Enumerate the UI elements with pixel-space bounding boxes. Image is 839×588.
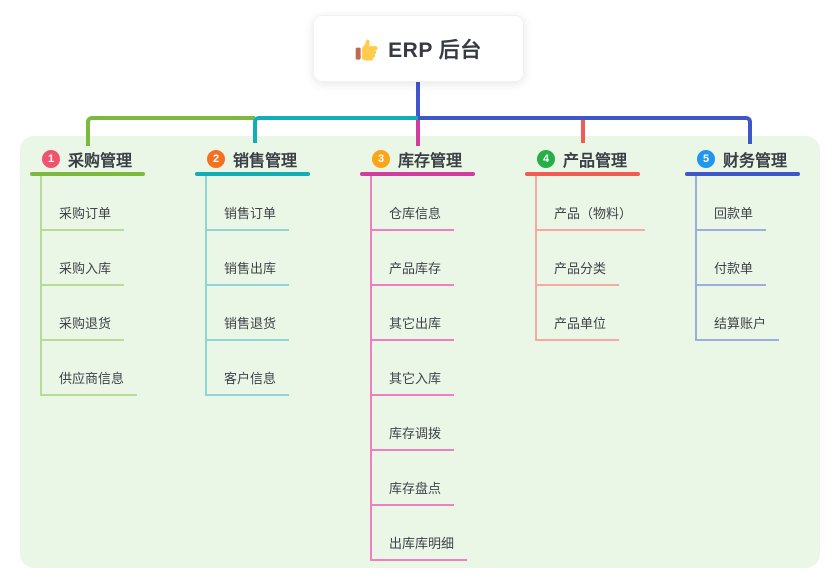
- child-label: 销售出库: [207, 258, 290, 286]
- child-node[interactable]: 产品库存: [372, 231, 467, 286]
- child-node[interactable]: 其它出库: [372, 286, 467, 341]
- child-node[interactable]: 仓库信息: [372, 176, 467, 231]
- bus-segment-purchase: [86, 116, 255, 146]
- child-node[interactable]: 回款单: [697, 176, 779, 231]
- children-group: 产品（物料） 产品分类产品单位: [535, 176, 646, 341]
- children-group: 销售订单销售出库销售退货客户信息: [205, 176, 290, 396]
- root-vertical-line: [416, 82, 420, 116]
- child-node[interactable]: 产品（物料）: [537, 176, 646, 231]
- child-label: 仓库信息: [372, 203, 455, 231]
- child-label: 出库库明细: [372, 533, 468, 561]
- branch-number-badge: 4: [537, 150, 555, 168]
- child-node[interactable]: 付款单: [697, 231, 779, 286]
- branch-label: 销售管理: [233, 153, 298, 170]
- child-label: 库存调拨: [372, 423, 455, 451]
- branch-underline: [360, 172, 475, 176]
- child-node[interactable]: 采购入库: [42, 231, 137, 286]
- child-node[interactable]: 结算账户: [697, 286, 780, 341]
- child-label: 采购退货: [42, 313, 125, 341]
- branch-node-1: 1 采购管理采购订单采购入库采购退货供应商信息: [30, 146, 145, 396]
- child-label: 销售退货: [207, 313, 290, 341]
- branch-header-1[interactable]: 1 采购管理: [30, 146, 145, 172]
- child-node[interactable]: 销售退货: [207, 286, 290, 341]
- child-label: 采购订单: [42, 203, 125, 231]
- background-panel: [20, 136, 820, 568]
- root-title: ERP 后台: [388, 38, 482, 62]
- branch-header-5[interactable]: 5 财务管理: [685, 146, 800, 172]
- child-node[interactable]: 供应商信息: [42, 341, 138, 396]
- branch-underline: [685, 172, 800, 176]
- riser-product: [581, 120, 585, 143]
- children-group: 回款单付款单结算账户: [695, 176, 780, 341]
- child-label: 客户信息: [207, 368, 290, 396]
- branch-underline: [195, 172, 310, 176]
- child-node[interactable]: 其它入库: [372, 341, 467, 396]
- child-label: 供应商信息: [42, 368, 138, 396]
- child-label: 回款单: [697, 203, 767, 231]
- child-node[interactable]: 销售出库: [207, 231, 290, 286]
- child-label: 其它入库: [372, 368, 455, 396]
- child-node[interactable]: 采购订单: [42, 176, 137, 231]
- branch-node-4: 4 产品管理产品（物料） 产品分类产品单位: [525, 146, 646, 341]
- branch-label: 采购管理: [68, 153, 133, 170]
- branch-underline: [525, 172, 640, 176]
- child-label: 采购入库: [42, 258, 125, 286]
- child-label: 产品（物料）: [537, 203, 646, 231]
- child-node[interactable]: 库存盘点: [372, 451, 467, 506]
- children-group: 仓库信息产品库存其它出库其它入库库存调拨库存盘点出库库明细: [370, 176, 468, 561]
- child-node[interactable]: 产品单位: [537, 286, 645, 341]
- child-label: 产品库存: [372, 258, 455, 286]
- child-node[interactable]: 采购退货: [42, 286, 137, 341]
- branch-node-3: 3 库存管理仓库信息产品库存其它出库其它入库库存调拨库存盘点出库库明细: [360, 146, 475, 561]
- child-label: 销售订单: [207, 203, 290, 231]
- child-label: 结算账户: [697, 313, 780, 341]
- child-node[interactable]: 产品分类: [537, 231, 645, 286]
- child-node[interactable]: 出库库明细: [372, 506, 468, 561]
- branch-node-2: 2 销售管理销售订单销售出库销售退货客户信息: [195, 146, 310, 396]
- thumbs-up-icon: [355, 38, 378, 61]
- branch-number-badge: 5: [697, 150, 715, 168]
- child-node[interactable]: 销售订单: [207, 176, 290, 231]
- branch-number-badge: 2: [207, 150, 225, 168]
- branch-label: 财务管理: [723, 153, 788, 170]
- branch-underline: [30, 172, 145, 176]
- branch-number-badge: 3: [372, 150, 390, 168]
- child-label: 库存盘点: [372, 478, 455, 506]
- child-label: 其它出库: [372, 313, 455, 341]
- child-label: 产品分类: [537, 258, 620, 286]
- branch-node-5: 5 财务管理回款单付款单结算账户: [685, 146, 800, 341]
- branch-label: 库存管理: [398, 153, 463, 170]
- branch-number-badge: 1: [42, 150, 60, 168]
- branch-label: 产品管理: [563, 153, 628, 170]
- child-node[interactable]: 库存调拨: [372, 396, 467, 451]
- root-node[interactable]: ERP 后台: [313, 15, 524, 82]
- bus-segment-finance: [418, 116, 752, 144]
- child-label: 产品单位: [537, 313, 620, 341]
- branch-header-3[interactable]: 3 库存管理: [360, 146, 475, 172]
- child-label: 付款单: [697, 258, 767, 286]
- children-group: 采购订单采购入库采购退货供应商信息: [40, 176, 138, 396]
- branch-header-4[interactable]: 4 产品管理: [525, 146, 645, 172]
- bus-segment-sales: [253, 116, 420, 143]
- branch-header-2[interactable]: 2 销售管理: [195, 146, 310, 172]
- riser-inventory: [416, 120, 420, 146]
- child-node[interactable]: 客户信息: [207, 341, 290, 396]
